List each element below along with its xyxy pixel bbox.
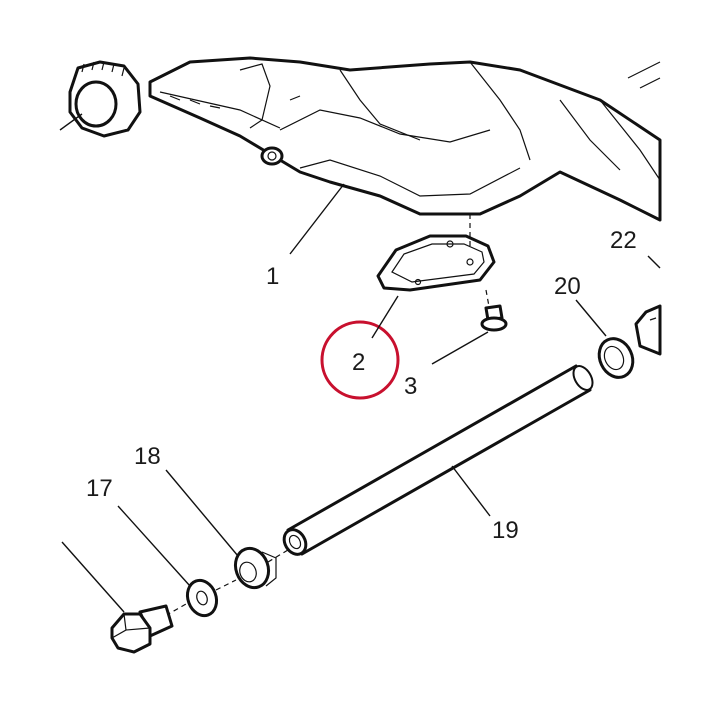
leader-2	[371, 295, 399, 339]
leader-3	[431, 331, 489, 365]
main-frame	[148, 56, 662, 222]
bushing-22	[634, 304, 662, 356]
axle-alignment-line	[157, 549, 289, 621]
leader-1	[289, 183, 345, 255]
leader-22	[647, 255, 661, 269]
callout-22: 22	[610, 227, 637, 254]
callout-18: 18	[134, 443, 161, 470]
leader-bolt	[61, 541, 125, 613]
leader-18	[165, 469, 239, 557]
leader-19	[451, 465, 491, 517]
callout-1: 1	[266, 263, 279, 290]
washer-17	[185, 578, 219, 618]
axle-tube	[282, 364, 594, 556]
screw	[480, 289, 508, 332]
spacer-18	[233, 546, 277, 590]
leader-20	[575, 299, 607, 337]
highlight-circle	[320, 320, 400, 400]
callout-20: 20	[554, 273, 581, 300]
callout-2: 2	[352, 349, 365, 376]
callout-3: 3	[404, 373, 417, 400]
cover-plate	[376, 234, 496, 292]
leader-17	[117, 505, 191, 587]
bushing-20	[597, 337, 635, 379]
callout-19: 19	[492, 517, 519, 544]
adjuster-knob	[59, 60, 142, 138]
bolt	[110, 604, 174, 654]
callout-17: 17	[86, 475, 113, 502]
